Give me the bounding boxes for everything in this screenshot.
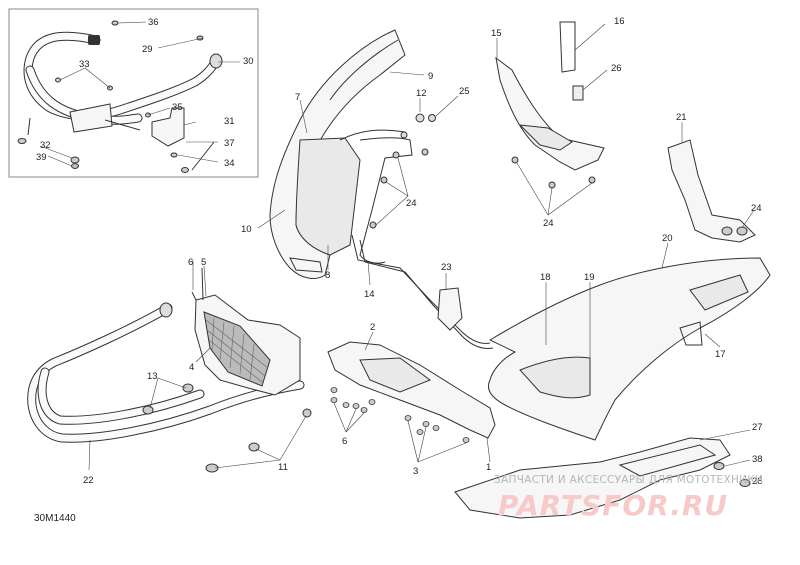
callout-18: 18 bbox=[540, 272, 551, 283]
callout-17: 17 bbox=[715, 349, 726, 360]
callout-16: 16 bbox=[614, 16, 625, 27]
watermark: ЗАПЧАСТИ И АКСЕССУАРЫ ДЛЯ МОТОТЕХНИКИ PA… bbox=[494, 474, 763, 522]
callout-39: 39 bbox=[36, 152, 47, 163]
callout-22: 22 bbox=[83, 475, 94, 486]
front-bumper: 6 5 4 13 11 22 bbox=[27, 257, 312, 486]
callout-27: 27 bbox=[752, 422, 763, 433]
callout-25: 25 bbox=[459, 86, 470, 97]
large-side-panel: 18 19 20 17 bbox=[487, 233, 771, 441]
callout-19: 19 bbox=[584, 272, 595, 283]
callout-7: 7 bbox=[295, 92, 300, 103]
front-nose-panel: 7 9 10 8 bbox=[241, 29, 433, 281]
callout-23: 23 bbox=[441, 262, 452, 273]
callout-31: 31 bbox=[224, 116, 235, 127]
callout-3: 3 bbox=[413, 466, 418, 477]
callout-24c: 24 bbox=[751, 203, 762, 214]
callout-34: 34 bbox=[224, 158, 235, 169]
inset-bumper-kit: 36 29 30 33 35 31 37 34 32 39 bbox=[8, 8, 259, 178]
callout-10: 10 bbox=[241, 224, 252, 235]
callout-9: 9 bbox=[428, 71, 433, 82]
support-bracket: 12 25 14 23 24 bbox=[351, 86, 494, 349]
callout-13: 13 bbox=[147, 371, 158, 382]
callout-6: 6 bbox=[188, 257, 193, 268]
callout-15: 15 bbox=[491, 28, 502, 39]
callout-2: 2 bbox=[370, 322, 375, 333]
diagram-reference: 30M1440 bbox=[34, 513, 76, 524]
lower-guard: 2 1 6 3 bbox=[327, 322, 496, 477]
callout-37: 37 bbox=[224, 138, 235, 149]
side-panel-upper: 15 16 26 24 bbox=[491, 16, 625, 229]
side-bracket: 21 24 bbox=[667, 112, 762, 243]
callout-36: 36 bbox=[148, 17, 159, 28]
callout-29: 29 bbox=[142, 44, 153, 55]
callout-1: 1 bbox=[486, 462, 491, 473]
skid-plate: 27 38 28 bbox=[454, 422, 763, 519]
callout-8: 8 bbox=[325, 270, 330, 281]
callout-32: 32 bbox=[40, 140, 51, 151]
callout-20: 20 bbox=[662, 233, 673, 244]
callout-6b: 6 bbox=[342, 436, 347, 447]
callout-4: 4 bbox=[189, 362, 194, 373]
watermark-caption: ЗАПЧАСТИ И АКСЕССУАРЫ ДЛЯ МОТОТЕХНИКИ bbox=[494, 474, 763, 486]
callout-38: 38 bbox=[752, 454, 763, 465]
callout-12: 12 bbox=[416, 88, 427, 99]
callout-21: 21 bbox=[676, 112, 687, 123]
callout-26: 26 bbox=[611, 63, 622, 74]
callout-11: 11 bbox=[278, 462, 288, 473]
callout-14: 14 bbox=[364, 289, 375, 300]
callout-35: 35 bbox=[172, 102, 183, 113]
callout-30: 30 bbox=[243, 56, 254, 67]
callout-33: 33 bbox=[79, 59, 90, 70]
callout-24b: 24 bbox=[543, 218, 554, 229]
callout-28: 28 bbox=[752, 476, 763, 487]
watermark-logo: PARTSFOR.RU bbox=[498, 489, 728, 522]
callout-5: 5 bbox=[201, 257, 206, 268]
callout-24a: 24 bbox=[406, 198, 417, 209]
